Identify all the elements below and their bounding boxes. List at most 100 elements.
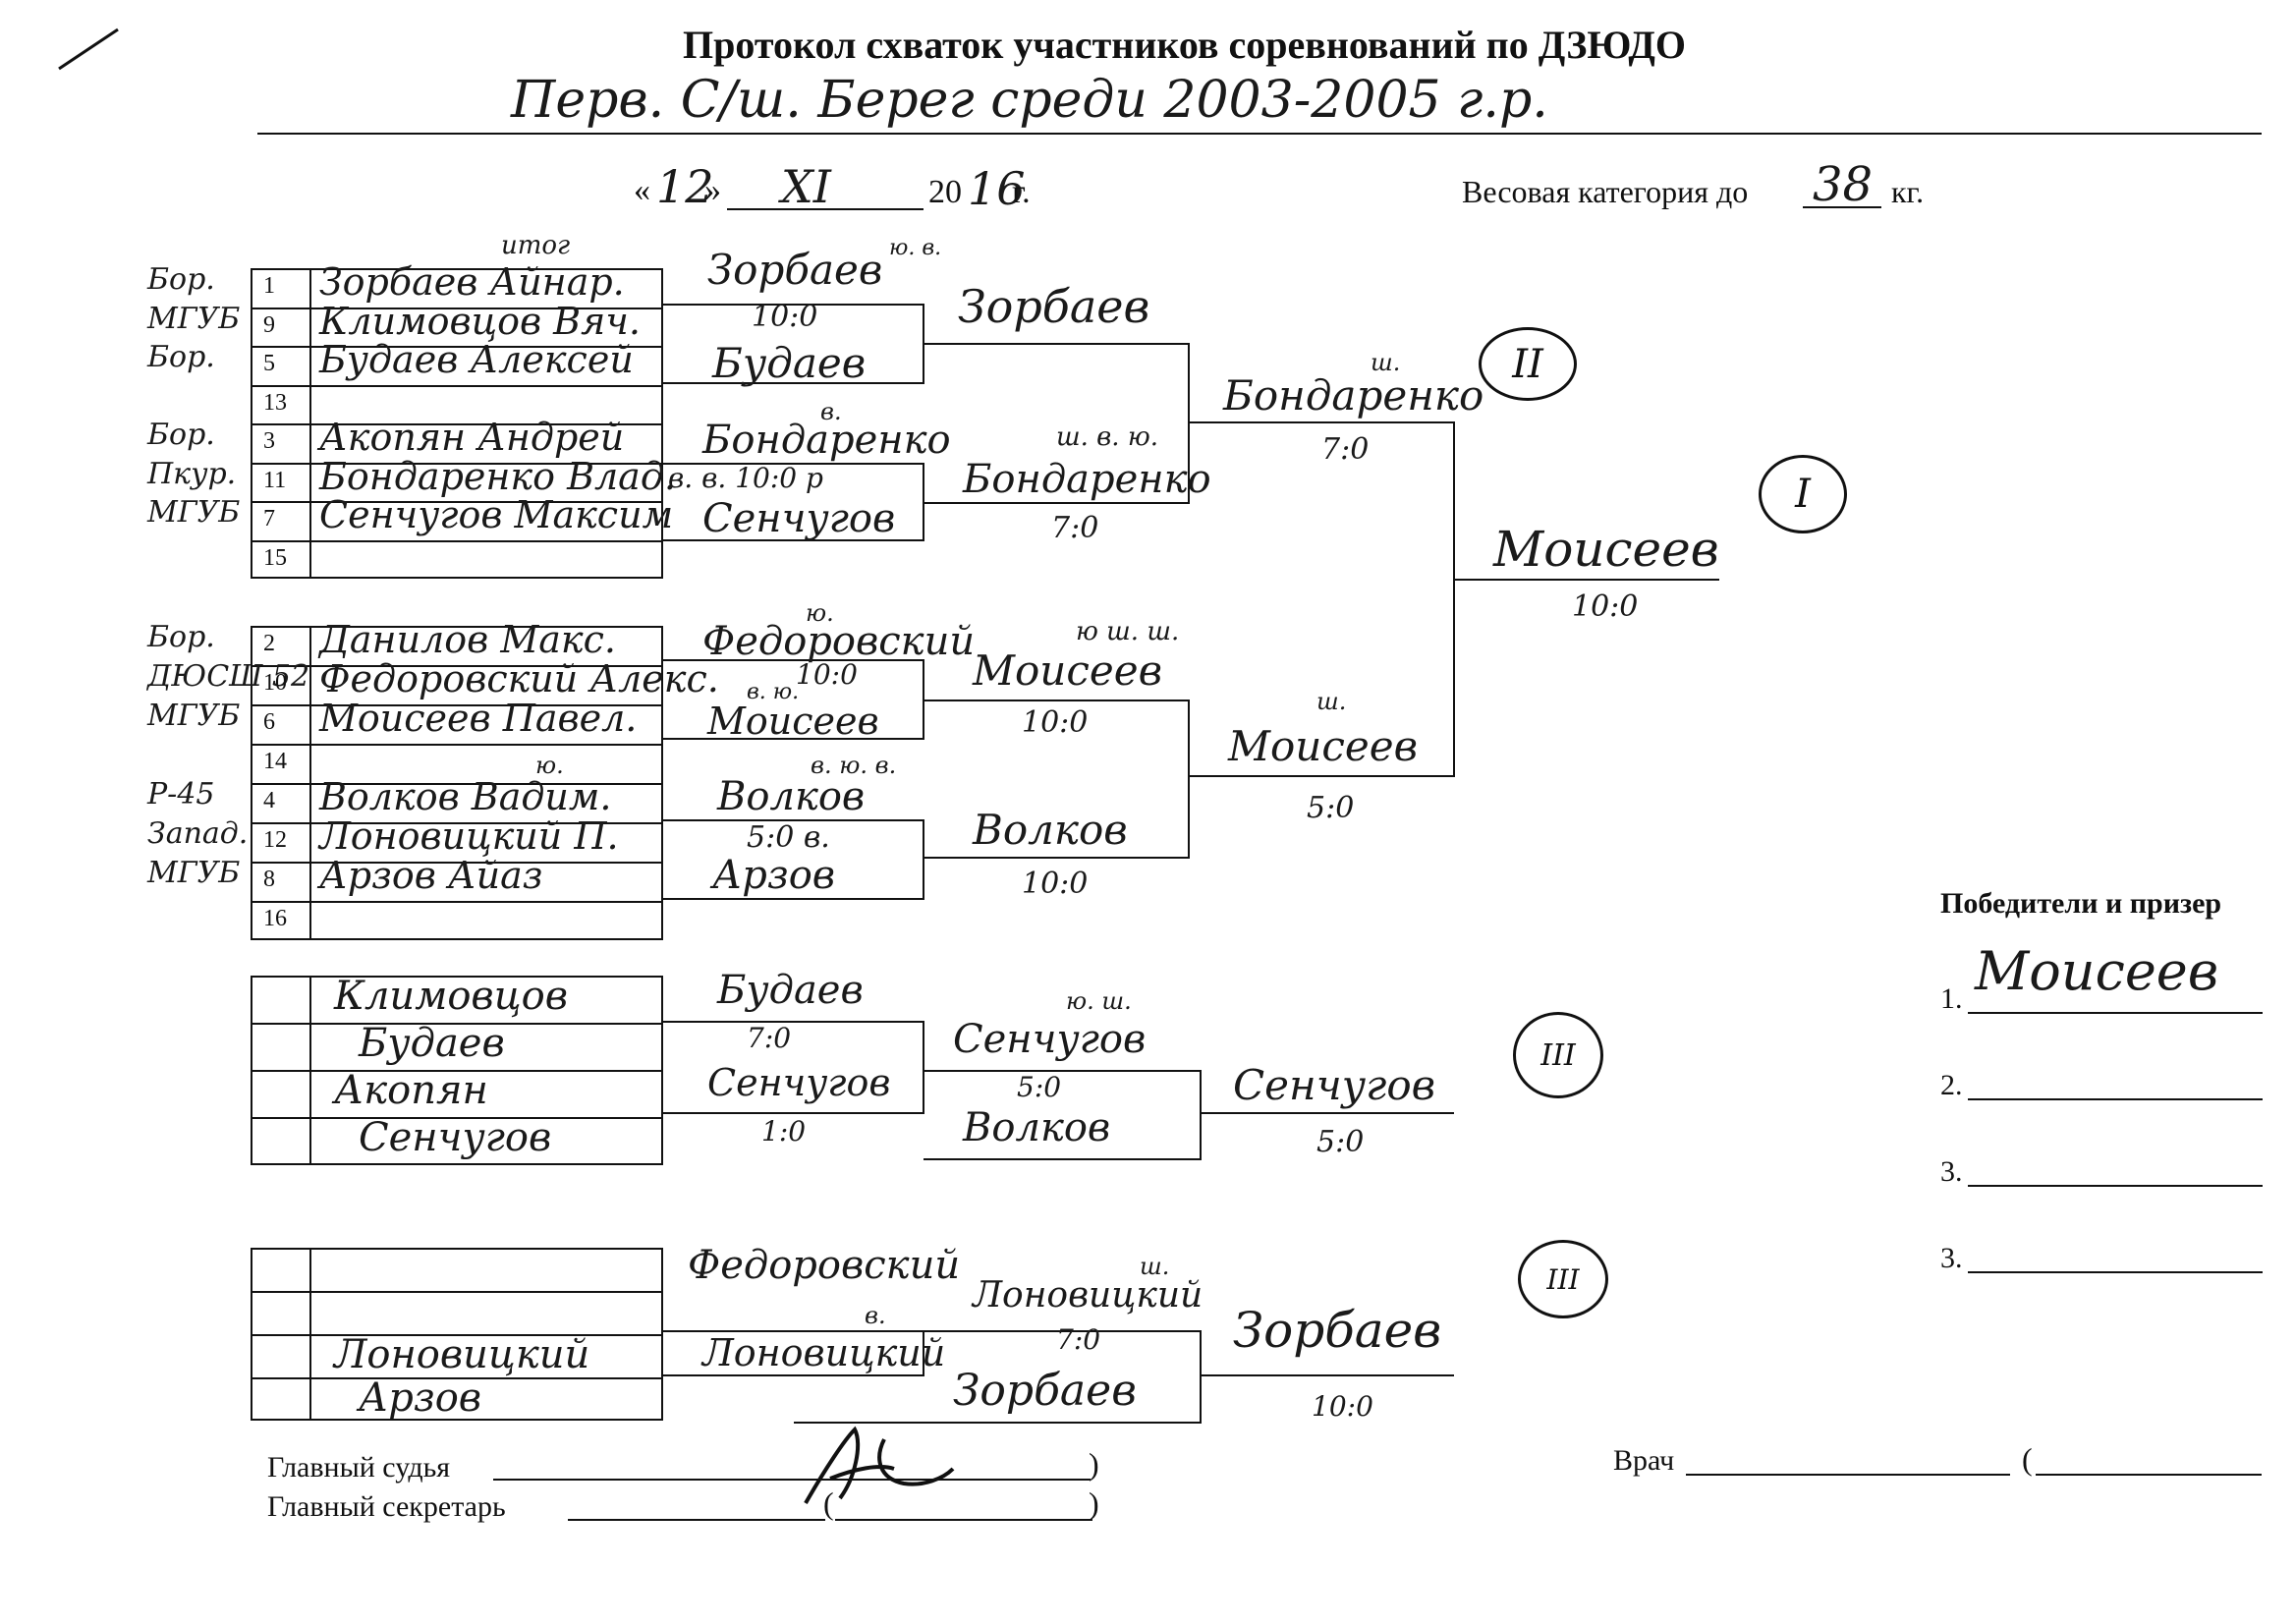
mark-third-place-b: III [1518,1240,1608,1318]
doctor-line-2 [2036,1474,2262,1476]
doctor-line [1686,1474,2010,1476]
corner-mark [58,28,119,71]
pool-b-row-divider [251,704,663,706]
winner-place-label: 3. [1940,1242,1963,1274]
rep-b-r1-note-2: в. [865,1302,886,1329]
rep-a-row-divider [251,1117,663,1119]
rep-b-row-divider [251,1291,663,1293]
pool-b-row-divider [251,744,663,746]
rep-a-r2-winner-2: Волков [963,1105,1111,1150]
rep-a-final-winner: Сенчугов [1233,1061,1436,1109]
winner-place-line [1968,1098,2263,1100]
pool-a-name: Акопян Андрей [319,416,625,459]
event-line: Перв. С/ш. Берег среди 2003-2005 г.р. [511,71,1548,130]
pool-a-number: 7 [263,506,275,532]
pool-b-row-divider [251,665,663,667]
winner-place-label: 2. [1940,1069,1963,1101]
winner-place-line [1968,1185,2263,1187]
rep-a-r2-score-1: 5:0 [1017,1071,1062,1103]
a-r1-note-1: ю. в. [889,236,942,260]
pool-a-name: Климовцов Вяч. [319,299,641,343]
rep-a-row-divider [251,1023,663,1025]
pool-a-number: 9 [263,311,275,338]
weight-unit: кг. [1891,174,1925,209]
date-close-quote: » [704,172,721,208]
mark-third-place-a: III [1513,1012,1603,1098]
pool-b-row-divider [251,862,663,864]
pool-b-name: Волков Вадим. [319,775,612,818]
chief-secretary-label: Главный секретарь [267,1490,506,1523]
rep-b-r1-winner-1: Федоровский [688,1243,961,1288]
pool-a-number: 11 [263,467,287,493]
pool-b-number: 4 [263,788,275,813]
b-r2-winner-2: Волков [973,806,1128,854]
semi-note-1: ш. [1371,349,1401,376]
b-r1-winner-4: Арзов [712,853,836,898]
winner-place-line [1968,1271,2263,1273]
pool-a-name: Зорбаев Айнар. [319,260,625,304]
b-r2-score-1: 10:0 [1022,705,1089,740]
rep-a-r1-winner-1: Будаев [717,968,864,1013]
date-year-unit: г. [1012,174,1031,210]
rep-b-row-divider [251,1377,663,1379]
pool-b-name: Лоновицкий П. [319,814,619,858]
rep-b-r2-winner-2: Зорбаев [953,1366,1137,1416]
b-r1-winner-2: Моисеев [707,700,879,743]
pool-b-club: Запад. [147,816,249,851]
b-r2-score-2: 10:0 [1022,867,1089,901]
a-r1-note-3: в. [820,398,842,425]
semi-winner-2: Моисеев [1228,722,1419,770]
semi-winner-1: Бондаренко [1223,371,1484,420]
semi-note-2: ш. [1316,688,1347,715]
mark-first-label: I [1795,472,1811,517]
pool-a-number: 5 [263,351,275,376]
pool-a-row-divider [251,501,663,503]
pool-a-club: Бор. [147,418,215,452]
pool-b-number: 2 [263,631,275,656]
pool-b-name: Моисеев Павел. [319,697,638,740]
chief-secretary-line-2 [835,1519,1092,1521]
semi-score-2: 5:0 [1307,791,1355,825]
pool-a-row-divider [251,346,663,348]
winner-place-label: 3. [1940,1155,1963,1188]
b-r2-winner-1: Моисеев [973,646,1163,695]
pool-b-number: 10 [263,670,287,696]
mark-first-place: I [1759,455,1847,533]
a-r1-score-3: в. в. 10:0 р [668,462,823,494]
winner-place-name: Моисеев [1975,940,2219,1002]
pool-a-note: итог [501,231,571,260]
pool-a-club: Бор. [147,262,215,297]
b-r2-note-1: ю ш. ш. [1076,617,1180,646]
date-day: 12 [656,160,714,213]
pool-b-name: Арзов Айаз [319,854,543,897]
winners-title: Победители и призер [1940,887,2222,920]
date-year-suffix: 16 [968,162,1026,215]
rep-a-r1-winner-2: Сенчугов [707,1061,891,1104]
chief-secretary-paren-close: ) [1089,1485,1099,1521]
mark-third-b-label: III [1546,1262,1580,1296]
date-open-quote: « [634,172,650,208]
b-r1-score-2: ю. [535,752,564,779]
rep-b-r2-score-1: 7:0 [1056,1323,1101,1356]
pool-a-row-divider [251,307,663,309]
pool-b-number: 16 [263,906,287,931]
pool-a-name: Сенчугов Максим [319,493,674,536]
rep-a-r1-score-2: 1:0 [761,1115,807,1148]
rep-b-final-winner: Зорбаев [1233,1302,1442,1359]
pool-a-name: Бондаренко Влад. [319,454,677,498]
a-r2-score-2: 7:0 [1051,511,1099,545]
winner-place-label: 1. [1940,982,1963,1015]
pool-b-row-divider [251,822,663,824]
pool-b-name: Федоровский Алекс. [319,657,719,700]
b-r1-note-3: в. ю. в. [811,752,897,779]
rep-b-row-divider [251,1334,663,1336]
a-r2-note-2: ш. в. ю. [1056,422,1158,452]
pool-a-number: 15 [263,544,287,571]
rep-a-r2-winner-1: Сенчугов [953,1017,1147,1062]
date-month-line [727,208,924,210]
b-r1-score-3: 5:0 в. [747,820,830,855]
pool-b-club: Р-45 [147,777,215,812]
weight-line [1803,206,1881,208]
mark-third-a-label: III [1540,1037,1576,1073]
